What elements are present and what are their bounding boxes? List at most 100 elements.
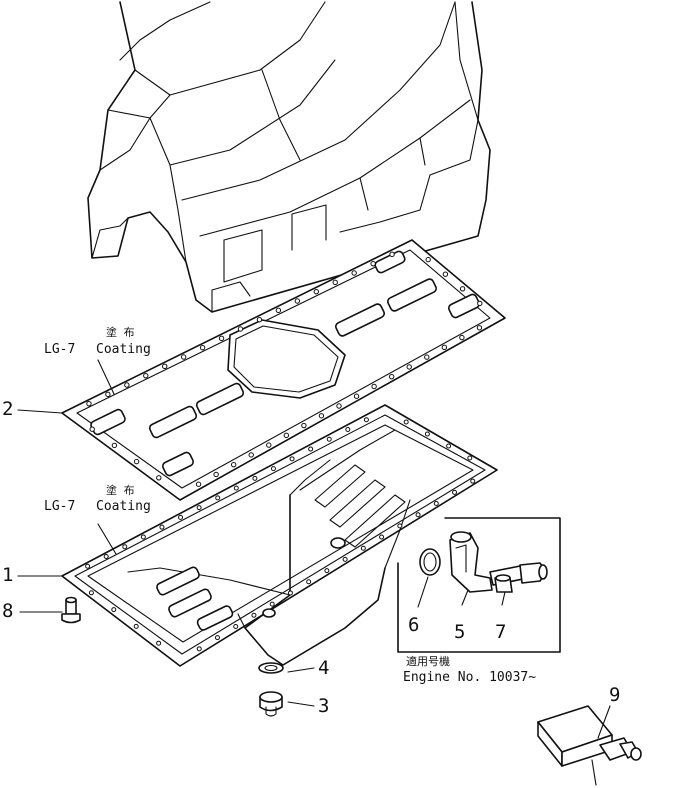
bolt-hole — [425, 256, 431, 263]
bolt-hole — [213, 471, 219, 478]
callout-8: 8 — [2, 600, 14, 622]
bolt-hole — [476, 325, 483, 331]
bolt-hole — [214, 635, 220, 641]
bolt-hole — [313, 288, 319, 295]
oil-pan — [61, 404, 498, 667]
bolt-hole — [342, 556, 348, 562]
bolt-hole — [178, 514, 184, 520]
bolt-hole — [424, 354, 430, 360]
bolt-hole — [269, 601, 275, 607]
bolt-hole — [270, 466, 276, 472]
bolt-hole — [442, 271, 449, 277]
bolt-hole — [237, 326, 244, 332]
bolt-hole — [379, 534, 385, 540]
bolt-hole — [441, 344, 448, 351]
bolt-hole — [86, 400, 92, 407]
callout-5: 5 — [454, 621, 466, 643]
bolt-hole — [85, 563, 91, 569]
bolt-hole — [122, 544, 128, 550]
gauge-pipe — [537, 705, 642, 786]
bolt-hole — [351, 270, 357, 276]
coating-note-lower-jp: 塗 布 — [106, 484, 135, 497]
engine-block — [87, 1, 491, 313]
bolt-hole — [266, 442, 272, 448]
bolt-hole — [332, 279, 338, 286]
bolt-hole — [446, 443, 452, 449]
bolt-hole — [433, 501, 439, 507]
bolt-hole — [143, 372, 149, 379]
bolt-hole — [233, 485, 239, 491]
bolt-hole — [133, 623, 139, 629]
bolt-hole — [196, 646, 202, 652]
bolt-hole — [156, 475, 162, 481]
coating-note-lower-en: Coating — [96, 499, 151, 514]
coating-note-upper-jp: 塗 布 — [106, 326, 135, 339]
bolt-hole — [403, 419, 409, 425]
callout-6: 6 — [408, 614, 420, 636]
bolt-hole — [397, 523, 403, 529]
bolt-hole — [195, 481, 202, 487]
callout-1: 1 — [2, 564, 14, 586]
bolt-hole — [308, 446, 314, 452]
bolt-hole — [251, 612, 257, 618]
bolt-hole — [415, 512, 421, 518]
oil-pan-gasket — [61, 239, 506, 501]
bolt-hole — [199, 344, 206, 351]
bolt-hole — [196, 505, 202, 511]
bolt-hole — [452, 489, 458, 495]
bolt-hole — [283, 432, 290, 439]
bolt-hole — [105, 391, 111, 398]
bolt-hole — [140, 534, 146, 540]
callout-4: 4 — [318, 657, 330, 679]
bolt-hole — [477, 300, 483, 307]
bolt-hole — [326, 436, 332, 442]
bolt-hole — [467, 455, 473, 461]
callout-3: 3 — [318, 695, 330, 717]
applicability-engine-number: Engine No. 10037~ — [403, 670, 537, 685]
bolt-hole — [162, 363, 168, 370]
bolt-hole — [289, 456, 295, 462]
drain-washer — [258, 662, 284, 674]
bolt-hole — [424, 431, 430, 437]
inset-detail — [397, 517, 561, 653]
bolt-hole — [459, 286, 466, 292]
bolt-hole — [287, 590, 293, 596]
bolt-hole — [294, 298, 301, 304]
bolt-hole — [124, 382, 130, 388]
bolt-hole — [459, 334, 465, 341]
callout-7: 7 — [495, 621, 507, 643]
bolt-hole — [88, 590, 94, 596]
bolt-hole — [363, 417, 369, 423]
coating-note-upper-sealant: LG-7 — [44, 342, 76, 357]
bolt-hole — [111, 442, 118, 449]
coating-note-upper-en: Coating — [96, 342, 151, 357]
bolt-hole — [159, 524, 165, 530]
coating-note-lower-sealant: LG-7 — [44, 499, 76, 514]
callout-9: 9 — [609, 684, 621, 706]
bolt-hole — [233, 623, 239, 629]
bolt-hole — [371, 383, 377, 390]
drain-plug — [259, 691, 283, 717]
bolt-hole — [324, 568, 330, 574]
bolt-hole — [111, 607, 117, 613]
bolt-hole — [103, 553, 109, 559]
bolt-hole — [89, 426, 95, 432]
bolt-hole — [248, 452, 254, 458]
bolt-hole — [388, 373, 395, 380]
bolt-hole — [215, 495, 221, 501]
bolt-hole — [301, 422, 307, 429]
leader-lines — [17, 359, 611, 739]
bolt-hole — [353, 393, 360, 399]
bolt-hole — [230, 461, 237, 468]
bolt-hole — [156, 640, 162, 646]
bolt-hole — [180, 354, 187, 360]
bolt-hole — [345, 427, 351, 433]
bolt-hole — [370, 260, 376, 267]
bolt-hole — [256, 316, 263, 323]
bolt-hole — [133, 458, 140, 465]
bolt-hole — [389, 251, 395, 258]
bolt-hole — [275, 307, 282, 314]
bolt-hole — [470, 478, 476, 484]
bolt-hole — [336, 403, 342, 409]
